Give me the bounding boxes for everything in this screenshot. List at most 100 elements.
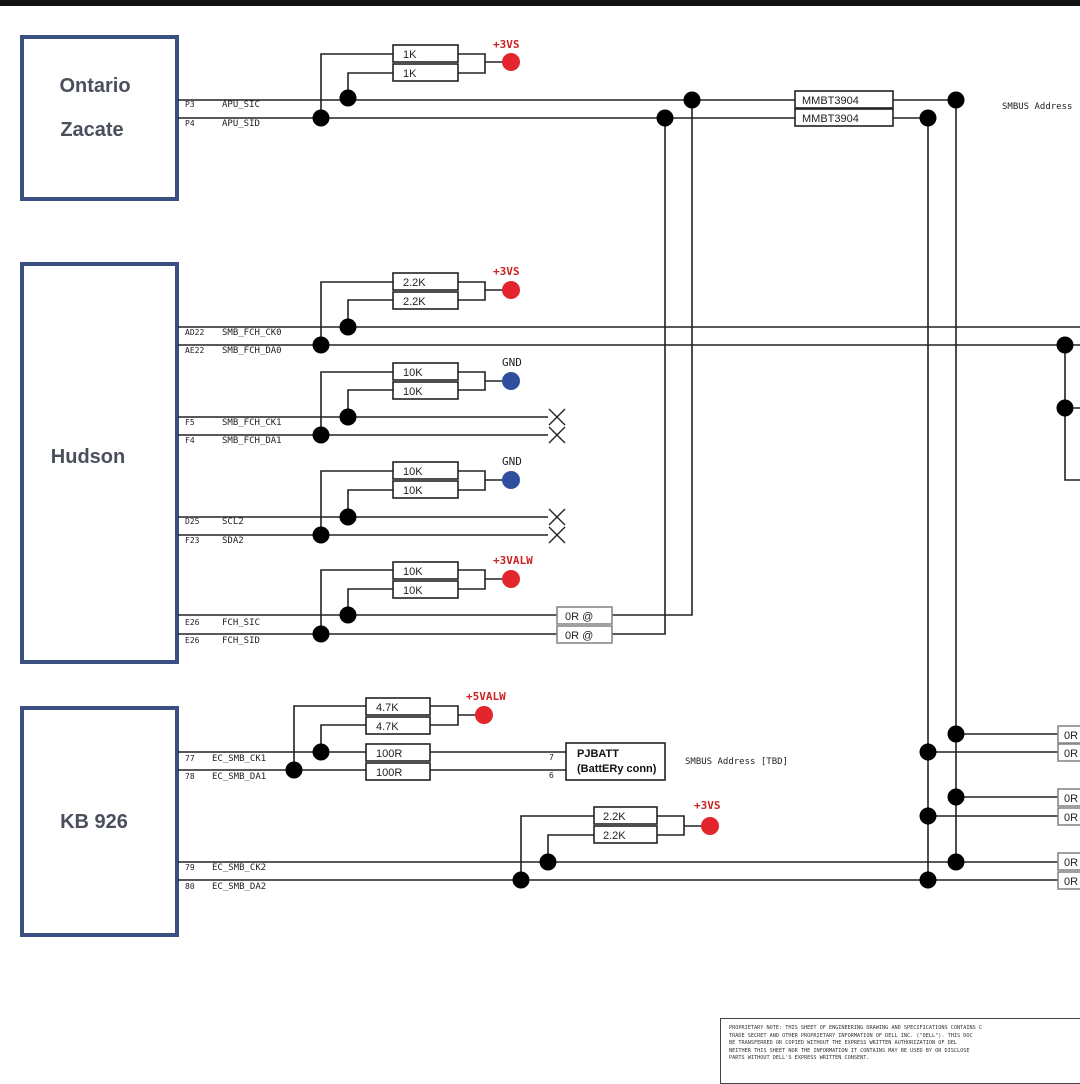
chip-hudson-label: Hudson: [51, 446, 125, 468]
note-line: PARTS WITHOUT DELL'S EXPRESS WRITTEN CON…: [729, 1055, 870, 1062]
resistor-value: 10K: [403, 566, 423, 578]
pin-labels: P3 APU_SIC P4 APU_SID AD22 SMB_FCH_CK0 A…: [185, 100, 282, 892]
resistor-value: 0R: [1064, 748, 1078, 760]
resistor: [392, 272, 459, 291]
chip-hudson: Hudson: [20, 262, 179, 664]
net-label: SMB_FCH_DA0: [222, 346, 282, 356]
resistor-value: 100R: [376, 748, 402, 760]
resistor: [556, 625, 613, 644]
pin-number: E26: [185, 618, 200, 627]
resistor-value: 10K: [403, 585, 423, 597]
note-line: BE TRANSFERRED OR COPIED WITHOUT THE EXP…: [729, 1040, 957, 1047]
resistor: [1057, 807, 1080, 826]
resistor: [392, 480, 459, 499]
pin-number: D25: [185, 517, 200, 526]
chip-ontario-zacate: Ontario Zacate: [20, 35, 179, 201]
chip-ontario-line2: Zacate: [60, 119, 123, 141]
pin-number: F4: [185, 436, 195, 445]
resistor-value: 10K: [403, 386, 423, 398]
resistor-value: 2.2K: [403, 277, 426, 289]
net-label: EC_SMB_CK2: [212, 863, 266, 873]
connector-box: [565, 742, 666, 781]
pin-number: P4: [185, 119, 195, 128]
net-label: SCL2: [222, 517, 244, 527]
resistor-value: 4.7K: [376, 721, 399, 733]
net-label: SMB_FCH_CK0: [222, 328, 282, 338]
junction-nodes: [285, 89, 1074, 889]
resistor-value: 2.2K: [403, 296, 426, 308]
transistor-label: MMBT3904: [802, 113, 859, 125]
resistor: [365, 716, 431, 735]
resistor: [1057, 743, 1080, 762]
rail-label: +3VALW: [493, 554, 533, 567]
pin-number: F23: [185, 536, 200, 545]
power-rail-dot: [502, 281, 520, 299]
transistor: [794, 108, 894, 127]
resistor: [1057, 725, 1080, 744]
note-line: PROPRIETARY NOTE: THIS SHEET OF ENGINEER…: [729, 1025, 982, 1031]
resistor: [392, 291, 459, 310]
resistor-value: 0R: [1064, 793, 1078, 805]
power-rail-dot: [502, 53, 520, 71]
pin-number: AE22: [185, 346, 204, 355]
pin-number: 79: [185, 863, 195, 872]
pin-number: 80: [185, 882, 195, 891]
rail-label: GND: [502, 356, 522, 369]
net-label: SMB_FCH_DA1: [222, 436, 282, 446]
resistor-value: 10K: [403, 485, 423, 497]
resistor-value: 100R: [376, 767, 402, 779]
net-label: SMB_FCH_CK1: [222, 418, 282, 428]
proprietary-note: PROPRIETARY NOTE: THIS SHEET OF ENGINEER…: [720, 1018, 1080, 1084]
net-label: EC_SMB_DA1: [212, 772, 266, 782]
rail-label: +3VS: [694, 799, 721, 812]
resistors: 1K 1K 2.2K 2.2K 10K 10K 10K 10K 10K 10K …: [365, 44, 1080, 890]
resistor-value: 2.2K: [603, 811, 626, 823]
note-line: TRADE SECRET AND OTHER PROPRIETARY INFOR…: [729, 1032, 973, 1039]
net-label: FCH_SID: [222, 636, 260, 646]
wires: [178, 53, 1080, 881]
smbus-address-label: SMBUS Address: [1002, 102, 1072, 112]
resistor-value: 10K: [403, 367, 423, 379]
resistor: [1057, 871, 1080, 890]
resistor: [593, 825, 658, 844]
chip-kb926: KB 926: [20, 706, 179, 937]
resistor: [365, 762, 431, 781]
power-rail-dot: [502, 570, 520, 588]
rail-label: +3VS: [493, 265, 520, 278]
resistor: [392, 580, 459, 599]
ground-dot: [502, 372, 520, 390]
ground-dot: [502, 471, 520, 489]
pin-number: F5: [185, 418, 195, 427]
chip-kb926-label: KB 926: [60, 811, 128, 833]
net-label: SDA2: [222, 536, 244, 546]
rail-label: +3VS: [493, 38, 520, 51]
no-connect-marks: [548, 408, 566, 544]
power-rail-dot: [475, 706, 493, 724]
net-label: EC_SMB_CK1: [212, 754, 266, 764]
rail-label: +5VALW: [466, 690, 506, 703]
resistor-value: 2.2K: [603, 830, 626, 842]
resistor: [392, 63, 459, 82]
resistor: [392, 44, 459, 63]
net-label: APU_SIC: [222, 100, 260, 110]
connector-title: PJBATT: [577, 748, 619, 760]
net-label: EC_SMB_DA2: [212, 882, 266, 892]
transistors: MMBT3904 MMBT3904: [794, 90, 894, 127]
connector-subtitle: (BattERy conn): [577, 763, 657, 775]
resistor-value: 1K: [403, 49, 417, 61]
resistor-value: 4.7K: [376, 702, 399, 714]
transistor-label: MMBT3904: [802, 95, 859, 107]
resistor-value: 0R: [1064, 730, 1078, 742]
battery-connector: PJBATT (BattERy conn) 7 6: [549, 742, 666, 781]
resistor: [392, 381, 459, 400]
resistor-value: 0R: [1064, 812, 1078, 824]
resistor: [593, 806, 658, 825]
power-rail-dot: [701, 817, 719, 835]
pin-number: E26: [185, 636, 200, 645]
resistor: [365, 697, 431, 716]
rail-label: GND: [502, 455, 522, 468]
resistor: [392, 561, 459, 580]
power-rails: +3VS +3VS GND GND +3VALW +5VALW +3VS: [466, 38, 721, 835]
connector-pin: 7: [549, 753, 554, 762]
resistor-value: 0R: [1064, 857, 1078, 869]
